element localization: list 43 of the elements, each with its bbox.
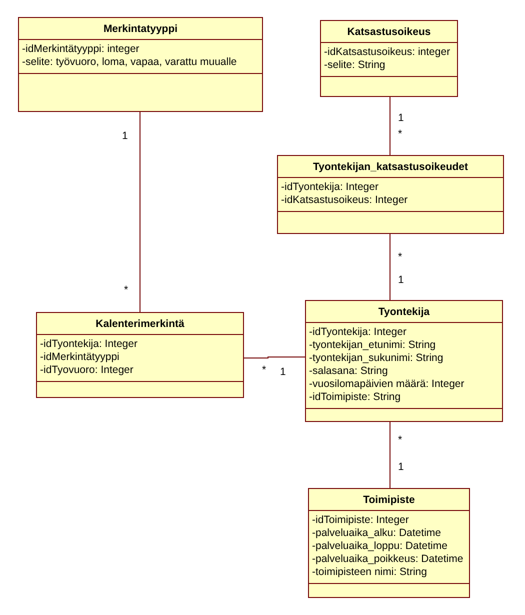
class-name: Toimipiste: [363, 494, 415, 506]
class-box: [308, 488, 470, 598]
class-box: [320, 20, 458, 97]
multiplicity-label: *: [398, 128, 402, 140]
attribute-text: -vuosilomapäivien määrä: Integer: [309, 378, 466, 391]
class-name: Merkintatyyppi: [103, 23, 178, 35]
attribute-text: -idTyovuoro: Integer: [40, 364, 134, 377]
attribute-text: -idKatsastusoikeus: Integer: [281, 194, 409, 207]
attribute-text: -idToimipiste: String: [309, 391, 402, 404]
class-name: Katsastusoikeus: [347, 26, 431, 38]
attribute-text: -idToimipiste: Integer: [312, 514, 410, 527]
attribute-text: -idMerkintätyyppi: [40, 351, 120, 364]
multiplicity-label: 1: [280, 366, 286, 378]
multiplicity-label: *: [262, 364, 266, 376]
class-name: Tyontekijan_katsastusoikeudet: [312, 161, 468, 173]
attribute-text: -idTyontekija: Integer: [281, 181, 380, 194]
multiplicity-label: *: [124, 284, 128, 296]
attribute-text: -toimipisteen nimi: String: [312, 566, 428, 579]
attribute-text: -idMerkintätyyppi: integer: [22, 43, 140, 56]
attribute-text: -salasana: String: [309, 365, 389, 378]
class-box: [277, 155, 504, 234]
attribute-text: -tyontekijan_sukunimi: String: [309, 352, 444, 365]
multiplicity-label: *: [398, 251, 402, 263]
class-name: Tyontekija: [378, 306, 430, 318]
multiplicity-label: 1: [398, 274, 404, 286]
attribute-text: -idKatsastusoikeus: integer: [324, 46, 452, 59]
association-line: [244, 356, 306, 358]
attribute-text: -selite: työvuoro, loma, vapaa, varattu muualle: [22, 56, 238, 69]
class-box: [36, 312, 244, 398]
class-box: [305, 300, 503, 422]
multiplicity-label: 1: [398, 112, 404, 124]
multiplicity-label: *: [398, 434, 402, 446]
multiplicity-label: 1: [398, 461, 404, 473]
attribute-text: -tyontekijan_etunimi: String: [309, 339, 437, 352]
multiplicity-label: 1: [122, 130, 128, 142]
attribute-text: -palveluaika_poikkeus: Datetime: [312, 553, 464, 566]
class-box: [18, 17, 263, 112]
attribute-text: -idTyontekija: Integer: [309, 326, 408, 339]
attribute-text: -idTyontekija: Integer: [40, 338, 138, 351]
attribute-text: -palveluaika_alku: Datetime: [312, 527, 442, 540]
class-name: Kalenterimerkintä: [96, 318, 184, 330]
attribute-text: -selite: String: [324, 59, 386, 72]
attribute-text: -palveluaika_loppu: Datetime: [312, 540, 448, 553]
